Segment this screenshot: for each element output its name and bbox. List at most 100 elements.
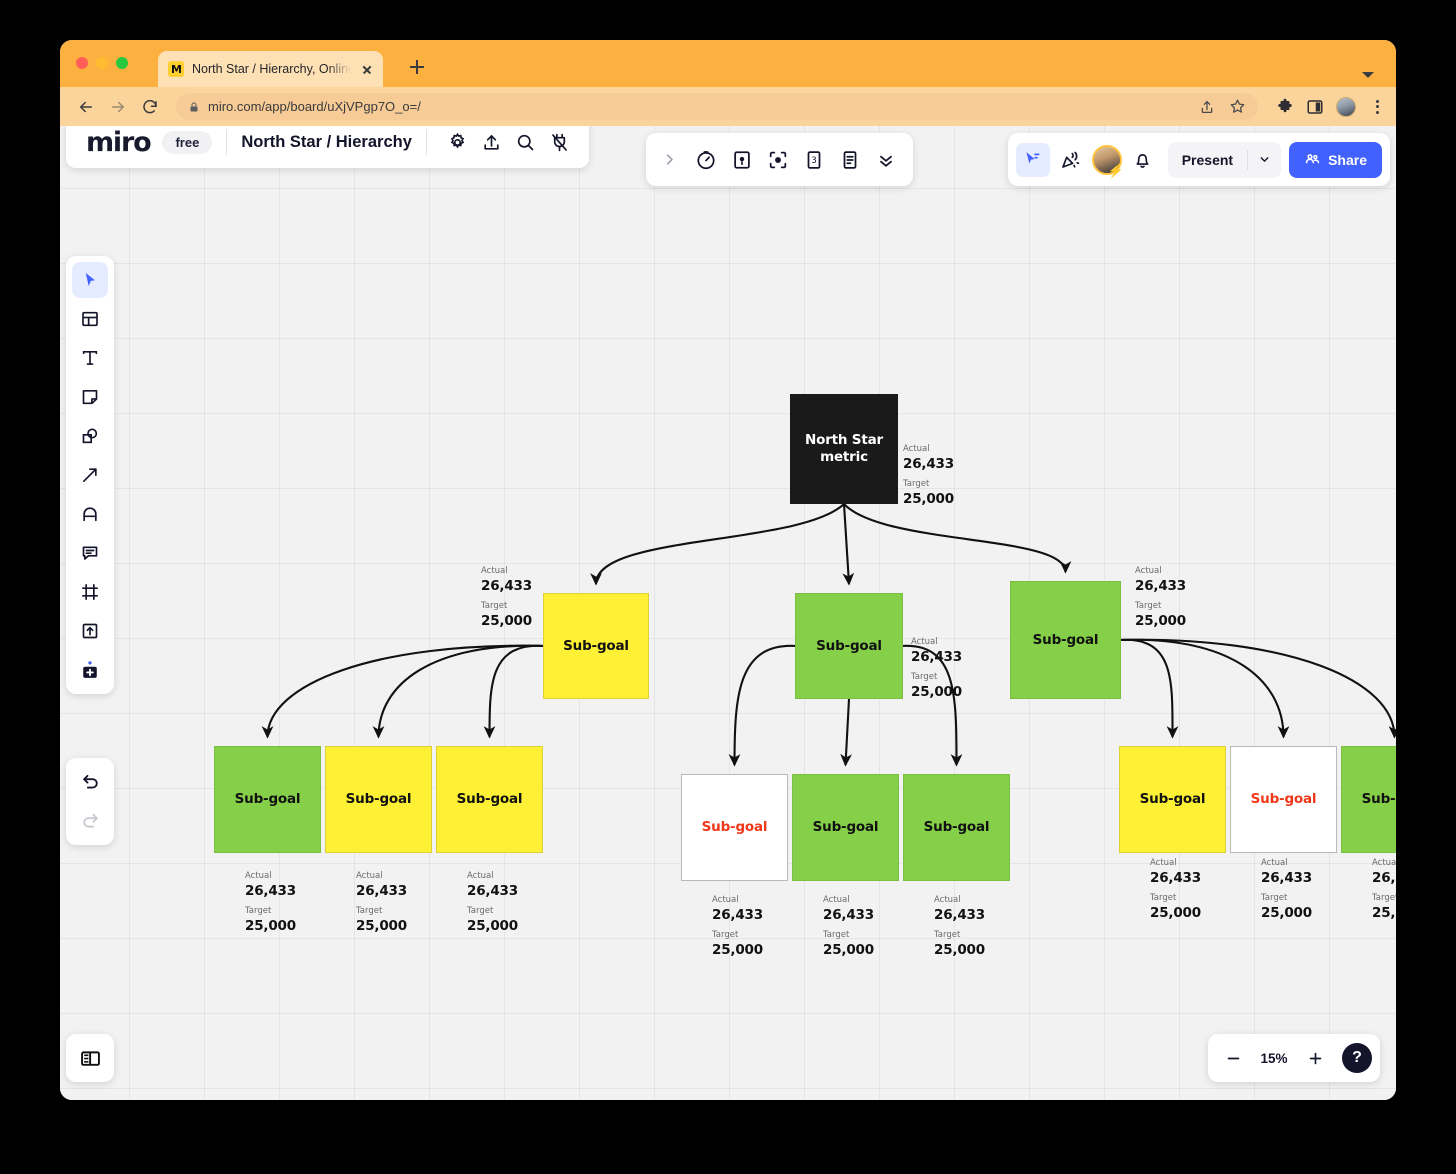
reload-icon[interactable] [136, 93, 164, 121]
upload-icon[interactable] [475, 126, 509, 159]
puzzle-icon[interactable] [1276, 98, 1294, 116]
tab-title: North Star / Hierarchy, Online W [192, 62, 351, 76]
actual-label: Actual [1150, 858, 1177, 868]
more-apps-tool[interactable] [72, 652, 108, 688]
connector-a-a2 [372, 644, 546, 739]
window-traffic-lights[interactable] [76, 57, 128, 69]
plus-icon [1309, 1052, 1321, 1064]
chevron-right-icon[interactable] [656, 152, 687, 167]
redo-button[interactable] [72, 803, 108, 839]
board-node-c1[interactable]: Sub-goal [1119, 746, 1226, 853]
present-button[interactable]: Present [1181, 151, 1234, 168]
actual-label: Actual [911, 637, 938, 647]
board-node-b3[interactable]: Sub-goal [903, 774, 1010, 881]
bell-icon[interactable] [1126, 143, 1160, 177]
side-panel-icon[interactable] [1306, 98, 1324, 116]
star-icon[interactable] [1229, 98, 1246, 115]
plugin-off-icon[interactable] [543, 126, 577, 159]
board-node-a[interactable]: Sub-goal [543, 593, 649, 699]
panel-toggle-button[interactable] [66, 1034, 114, 1082]
comment-tool[interactable] [72, 535, 108, 571]
close-tab-icon[interactable] [359, 61, 375, 77]
target-value: 25,000 [934, 941, 985, 958]
minimize-window-button[interactable] [96, 57, 108, 69]
target-label: Target [481, 600, 508, 611]
help-button[interactable]: ? [1342, 1043, 1372, 1073]
actual-value: 26,433 [1150, 870, 1201, 887]
target-value: 25,000 [712, 941, 763, 958]
connector-root-a [590, 503, 845, 586]
minus-icon [1227, 1057, 1239, 1059]
board-node-b[interactable]: Sub-goal [795, 593, 903, 699]
url-bar[interactable]: miro.com/app/board/uXjVPgp7O_o=/ [176, 93, 1258, 120]
sticky-tool[interactable] [72, 379, 108, 415]
cursor-select-icon[interactable] [1015, 142, 1050, 177]
board-title[interactable]: North Star / Hierarchy [241, 132, 412, 151]
board-node-a1[interactable]: Sub-goal [214, 746, 321, 853]
party-popper-icon[interactable] [1054, 143, 1088, 177]
profile-avatar[interactable] [1336, 96, 1356, 117]
board-node-b2[interactable]: Sub-goal [792, 774, 899, 881]
node-label: Sub-goal [345, 791, 412, 808]
kebab-menu-icon[interactable] [1368, 98, 1386, 116]
zoom-level[interactable]: 15% [1260, 1050, 1288, 1066]
back-arrow-icon[interactable] [72, 93, 100, 121]
focus-icon[interactable] [761, 143, 795, 177]
new-tab-button[interactable] [405, 55, 429, 79]
maximize-window-button[interactable] [116, 57, 128, 69]
plan-badge[interactable]: free [162, 130, 213, 154]
search-icon[interactable] [509, 126, 543, 159]
zoom-in-button[interactable] [1298, 1041, 1332, 1075]
board-node-c2[interactable]: Sub-goal [1230, 746, 1337, 853]
browser-tab[interactable]: M North Star / Hierarchy, Online W [158, 51, 383, 87]
target-label: Target [911, 671, 938, 682]
target-value: 25,000 [467, 917, 518, 934]
node-label: Sub-goal [701, 819, 768, 836]
document-icon[interactable] [833, 143, 867, 177]
board-node-c[interactable]: Sub-goal [1010, 581, 1121, 699]
connector-tool[interactable] [72, 457, 108, 493]
target-label: Target [712, 929, 739, 940]
gear-icon[interactable] [441, 126, 475, 159]
select-tool[interactable] [72, 262, 108, 298]
frame-count-icon[interactable]: 3 [797, 143, 831, 177]
board-node-c3[interactable]: Sub-goal [1341, 746, 1396, 853]
undo-button[interactable] [72, 764, 108, 800]
zoom-out-button[interactable] [1216, 1041, 1250, 1075]
pen-tool[interactable] [72, 496, 108, 532]
card-icon[interactable] [725, 143, 759, 177]
left-toolbar [66, 256, 114, 694]
shapes-tool[interactable] [72, 418, 108, 454]
share-button[interactable]: Share [1289, 141, 1382, 178]
close-window-button[interactable] [76, 57, 88, 69]
user-avatar[interactable]: ⚡ [1091, 144, 1124, 177]
upload-tool[interactable] [72, 613, 108, 649]
double-chevron-down-icon[interactable] [869, 143, 903, 177]
forward-arrow-icon[interactable] [104, 93, 132, 121]
tab-list-chevron-down-icon[interactable] [1362, 72, 1374, 78]
share-icon[interactable] [1199, 99, 1215, 115]
present-chevron-down-icon[interactable] [1248, 153, 1281, 166]
frame-tool[interactable] [72, 574, 108, 610]
board-node-a2[interactable]: Sub-goal [325, 746, 432, 853]
board-node-b1[interactable]: Sub-goal [681, 774, 788, 881]
actual-label: Actual [712, 895, 739, 905]
text-icon [82, 351, 98, 365]
miro-logo[interactable]: miro [86, 126, 152, 158]
board-node-a3[interactable]: Sub-goal [436, 746, 543, 853]
divider [226, 129, 228, 155]
frame-icon [82, 584, 98, 600]
cursor-icon [85, 272, 95, 286]
text-tool[interactable] [72, 340, 108, 376]
timer-icon[interactable] [689, 143, 723, 177]
template-tool[interactable] [72, 301, 108, 337]
actual-value: 26,433 [245, 883, 296, 900]
